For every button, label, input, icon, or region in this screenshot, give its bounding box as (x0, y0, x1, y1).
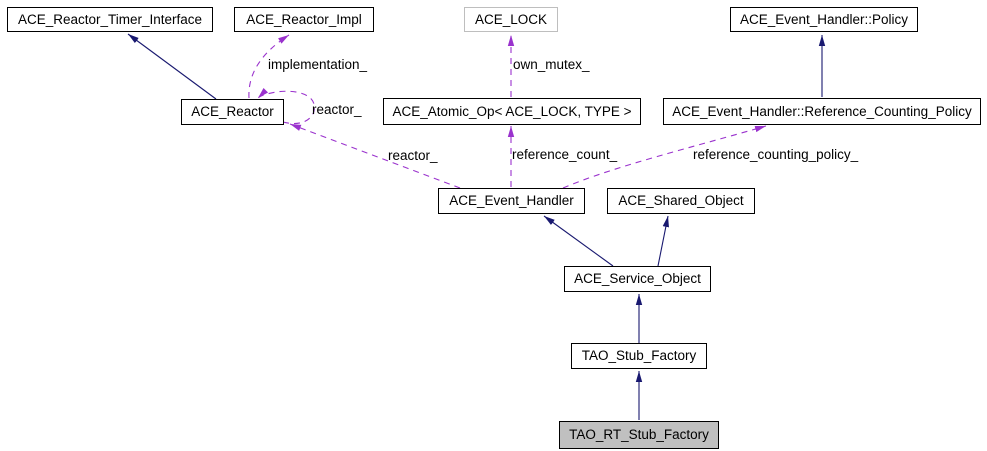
node-ace-atomic-op[interactable]: ACE_Atomic_Op< ACE_LOCK, TYPE > (383, 98, 641, 125)
edge-label-reference-count: reference_count_ (512, 147, 618, 162)
edge-label-implementation: implementation_ (268, 57, 368, 72)
edge-label-reference-counting-policy: reference_counting_policy_ (693, 147, 859, 162)
node-ace-lock: ACE_LOCK (464, 7, 558, 32)
node-tao-rt-stub-factory: TAO_RT_Stub_Factory (559, 421, 719, 449)
edge-label-own-mutex: own_mutex_ (513, 57, 590, 72)
edge-usage-implementation (248, 34, 290, 99)
node-ace-event-handler-policy[interactable]: ACE_Event_Handler::Policy (730, 7, 918, 32)
node-ace-service-object[interactable]: ACE_Service_Object (564, 266, 711, 292)
edge-label-reactor-member: reactor_ (388, 148, 438, 163)
node-tao-stub-factory[interactable]: TAO_Stub_Factory (571, 343, 707, 369)
node-ace-shared-object[interactable]: ACE_Shared_Object (607, 188, 755, 214)
edge-usage-reactor-self-loop (257, 87, 316, 124)
edge-usage-reactor-member (289, 123, 461, 189)
edge-inherit-reactor-to-timer-interface (127, 33, 217, 100)
node-ace-reactor-impl[interactable]: ACE_Reactor_Impl (234, 7, 374, 32)
node-ace-event-handler-reference-counting-policy[interactable]: ACE_Event_Handler::Reference_Counting_Po… (663, 98, 981, 125)
node-ace-reactor[interactable]: ACE_Reactor (181, 99, 284, 125)
node-ace-reactor-timer-interface[interactable]: ACE_Reactor_Timer_Interface (7, 7, 213, 32)
edge-label-reactor-self: reactor_ (312, 102, 362, 117)
edge-inherit-serviceobject-to-eventhandler (543, 215, 614, 267)
edge-inherit-serviceobject-to-sharedobject (657, 215, 669, 267)
node-ace-event-handler[interactable]: ACE_Event_Handler (438, 188, 585, 214)
